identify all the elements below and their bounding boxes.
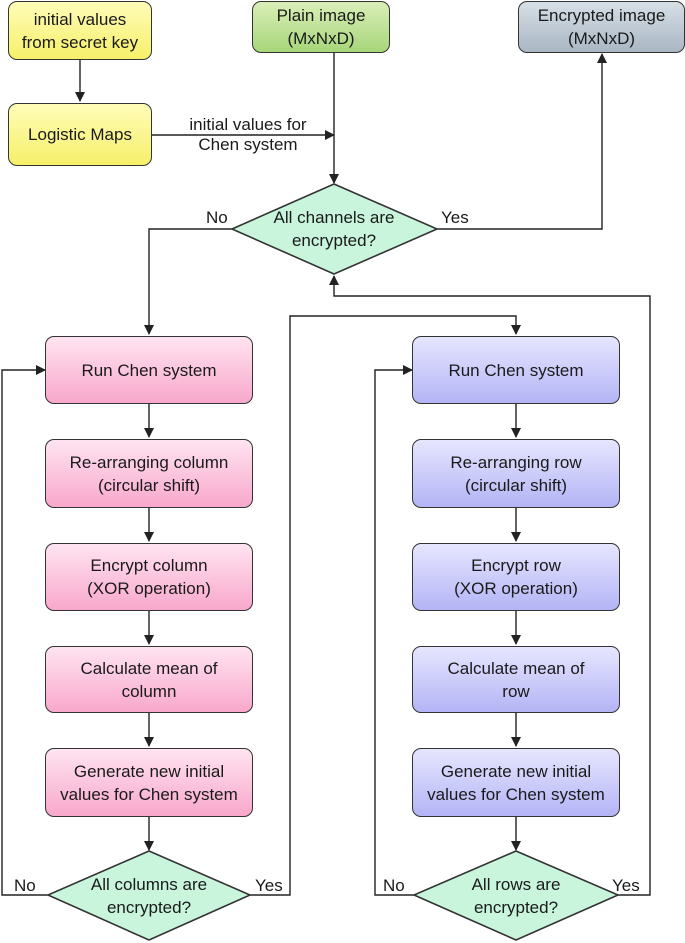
left-encrypt-text: Encrypt column (XOR operation) [87,556,211,598]
arrow-no-to-left-run [144,228,232,335]
rows-decision-diamond [411,850,621,941]
left-generate-text: Generate new initial values for Chen sys… [60,761,238,804]
channels-no-label: No [206,208,228,227]
right-run-chen-box: Run Chen system [412,336,620,404]
encrypted-image-box: Encrypted image (MxNxD) [518,1,685,53]
arrow-columns-yes-to-right-run [250,315,521,896]
arrow-yes-to-encrypted [437,53,607,230]
channels-decision-diamond [230,183,439,275]
channels-yes-label: Yes [441,208,469,227]
secret-key-text: initial values from secret key [21,9,139,52]
right-run-chen-text: Run Chen system [448,360,584,380]
rows-decision-text: All rows are encrypted? [471,875,561,917]
columns-no-label: No [14,876,36,895]
columns-decision-text: All columns are encrypted? [90,875,208,917]
right-mean-box: Calculate mean of row [412,646,620,713]
arrow-columns-no-loop [1,365,48,896]
left-run-chen-text: Run Chen system [81,360,217,380]
plain-image-box: Plain image (MxNxD) [252,1,390,53]
plain-image-text: Plain image (MxNxD) [276,6,366,48]
rows-no-label: No [383,876,405,895]
columns-decision-diamond [46,850,252,941]
channels-decision-text: All channels are encrypted? [273,208,395,250]
right-encrypt-text: Encrypt row (XOR operation) [454,556,578,598]
logistic-maps-text: Logistic Maps [28,125,132,144]
left-rearrange-text: Re-arranging column (circular shift) [69,452,229,495]
right-generate-box: Generate new initial values for Chen sys… [412,748,620,817]
logistic-maps-box: Logistic Maps [8,103,152,166]
secret-key-box: initial values from secret key [8,1,152,60]
right-generate-text: Generate new initial values for Chen sys… [427,761,605,804]
arrow-rows-yes-to-channels [329,275,651,896]
left-encrypt-box: Encrypt column (XOR operation) [45,543,253,611]
right-rearrange-box: Re-arranging row (circular shift) [412,439,620,508]
left-mean-text: Calculate mean of column [80,658,218,701]
arrow-rows-no-loop [374,365,414,896]
chen-init-label: initial values for Chen system [189,115,307,154]
right-mean-text: Calculate mean of row [447,658,585,701]
rows-yes-label: Yes [612,876,640,895]
encrypted-image-text: Encrypted image (MxNxD) [537,6,666,48]
left-mean-box: Calculate mean of column [45,646,253,713]
left-run-chen-box: Run Chen system [45,336,253,404]
left-generate-box: Generate new initial values for Chen sys… [45,748,253,817]
columns-yes-label: Yes [255,876,283,895]
left-rearrange-box: Re-arranging column (circular shift) [45,439,253,508]
right-encrypt-box: Encrypt row (XOR operation) [412,543,620,611]
right-rearrange-text: Re-arranging row (circular shift) [450,452,582,495]
